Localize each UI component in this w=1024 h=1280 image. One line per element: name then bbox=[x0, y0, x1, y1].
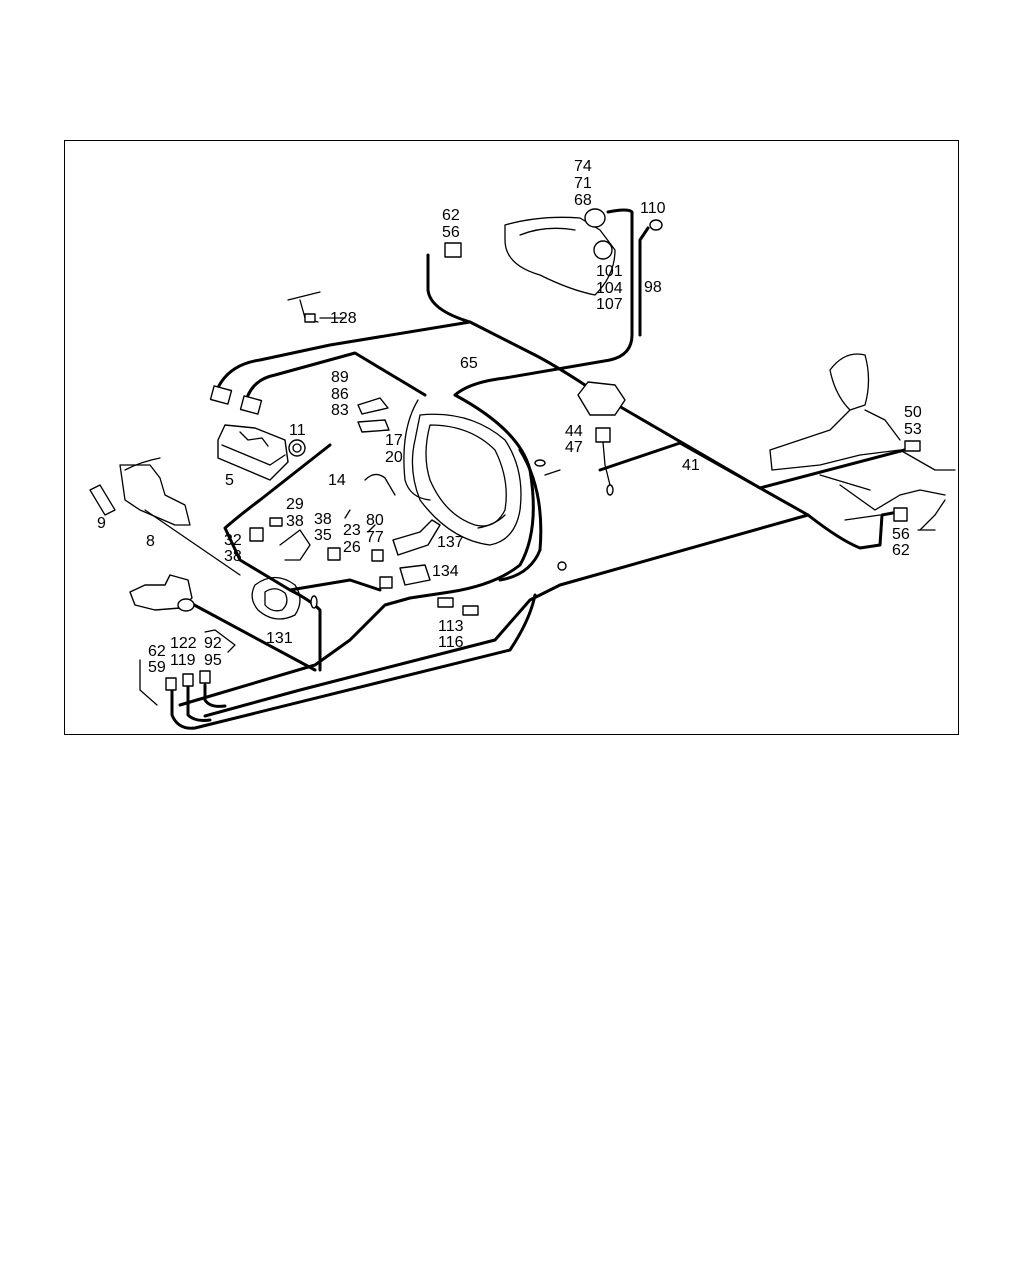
diagram-frame bbox=[64, 140, 959, 735]
leader-lines bbox=[139, 317, 936, 706]
label-23: 23 bbox=[343, 522, 361, 539]
label-62-right: 62 bbox=[892, 542, 910, 559]
label-116: 116 bbox=[438, 634, 464, 651]
body-outlines bbox=[89, 216, 956, 620]
label-9: 9 bbox=[97, 515, 106, 532]
label-92: 92 bbox=[204, 635, 222, 652]
label-68: 68 bbox=[574, 192, 592, 209]
label-5: 5 bbox=[225, 472, 234, 489]
label-83: 83 bbox=[331, 402, 349, 419]
label-26: 26 bbox=[343, 539, 361, 556]
label-11: 11 bbox=[289, 422, 306, 439]
label-38-c: 38 bbox=[224, 548, 242, 565]
callout-labels: 74 71 68 110 62 56 101 104 107 98 128 65… bbox=[97, 158, 922, 676]
label-80: 80 bbox=[366, 512, 384, 529]
label-137: 137 bbox=[437, 534, 464, 551]
label-74: 74 bbox=[574, 158, 592, 175]
label-50: 50 bbox=[904, 404, 922, 421]
main-harness bbox=[170, 208, 914, 730]
label-128: 128 bbox=[330, 310, 357, 327]
label-53: 53 bbox=[904, 421, 922, 438]
label-65: 65 bbox=[460, 355, 478, 372]
label-17: 17 bbox=[385, 432, 403, 449]
label-95: 95 bbox=[204, 652, 222, 669]
label-35: 35 bbox=[314, 527, 332, 544]
label-14: 14 bbox=[328, 472, 346, 489]
label-107: 107 bbox=[596, 296, 623, 313]
label-113: 113 bbox=[438, 618, 464, 635]
components bbox=[129, 208, 921, 691]
label-122: 122 bbox=[170, 635, 197, 652]
label-101: 101 bbox=[596, 263, 623, 280]
label-41: 41 bbox=[682, 457, 700, 474]
label-56-right: 56 bbox=[892, 526, 910, 543]
label-110: 110 bbox=[640, 200, 666, 217]
label-38-b: 38 bbox=[314, 511, 332, 528]
label-71: 71 bbox=[574, 175, 592, 192]
label-119: 119 bbox=[170, 652, 196, 669]
label-32: 32 bbox=[224, 532, 242, 549]
label-56-top: 56 bbox=[442, 224, 460, 241]
label-8: 8 bbox=[146, 533, 155, 550]
fuse-box-5 bbox=[217, 424, 289, 481]
label-86: 86 bbox=[331, 386, 349, 403]
label-20: 20 bbox=[385, 449, 403, 466]
label-62-top: 62 bbox=[442, 207, 460, 224]
label-62-bottom: 62 bbox=[148, 643, 166, 660]
label-38-a: 38 bbox=[286, 513, 304, 530]
label-131: 131 bbox=[266, 630, 293, 647]
label-29: 29 bbox=[286, 496, 304, 513]
label-47: 47 bbox=[565, 439, 583, 456]
label-134: 134 bbox=[432, 563, 459, 580]
label-44: 44 bbox=[565, 423, 583, 440]
label-77: 77 bbox=[366, 529, 384, 546]
label-89: 89 bbox=[331, 369, 349, 386]
label-104: 104 bbox=[596, 280, 623, 297]
label-98: 98 bbox=[644, 279, 662, 296]
label-59: 59 bbox=[148, 659, 166, 676]
